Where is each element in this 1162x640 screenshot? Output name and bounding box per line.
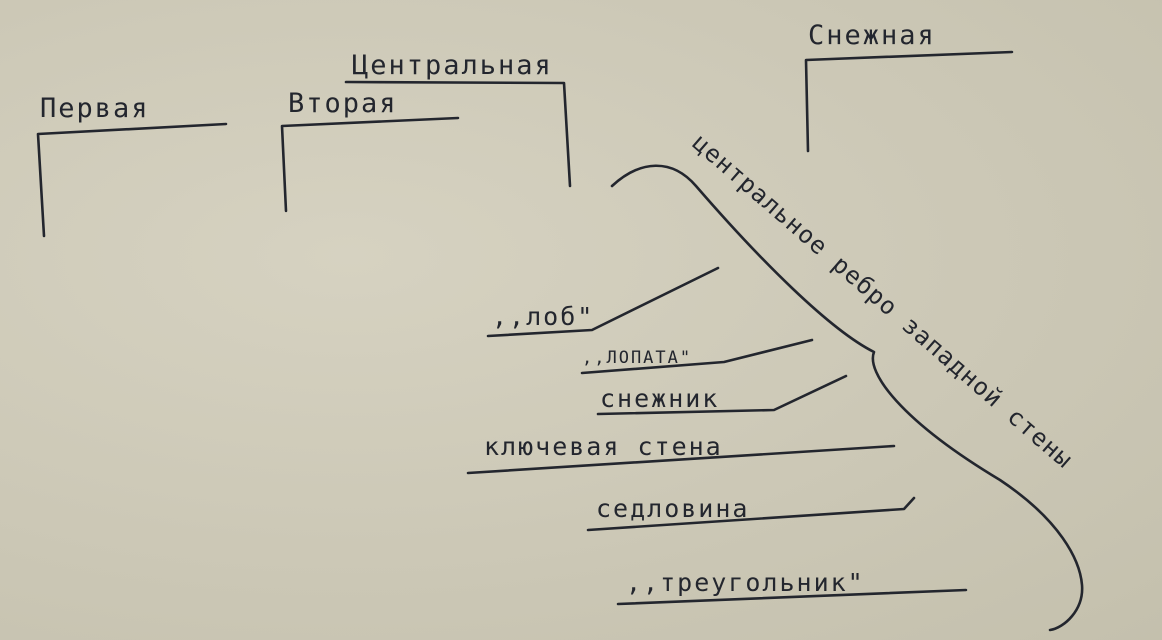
feature-snowfield-leader <box>596 374 848 416</box>
feature-triangle-label: ,,треугольник" <box>626 568 865 597</box>
feature-shovel-label: ,,ЛОПАТА" <box>582 348 693 368</box>
peak-second-bracket <box>280 116 460 213</box>
peak-snowy-bracket <box>804 50 1014 153</box>
peak-central-label: Центральная <box>352 50 553 81</box>
peak-first-bracket <box>36 122 228 238</box>
feature-saddle-leader <box>586 496 916 532</box>
feature-forehead-label: ,,лоб" <box>492 302 595 331</box>
peak-central-bracket <box>344 80 572 188</box>
peak-second-label: Вторая <box>288 88 398 119</box>
feature-key-wall-label: ключевая стена <box>484 432 723 461</box>
feature-key-wall-leader <box>466 444 896 475</box>
feature-snowfield-label: снежник <box>600 384 720 413</box>
feature-triangle-leader <box>616 588 968 606</box>
peak-first-label: Первая <box>40 93 150 124</box>
feature-saddle-label: седловина <box>596 494 750 523</box>
feature-forehead-leader <box>486 266 720 338</box>
peak-snowy-label: Снежная <box>808 20 936 51</box>
rib-brace <box>610 164 1084 632</box>
feature-shovel-leader <box>580 338 814 375</box>
